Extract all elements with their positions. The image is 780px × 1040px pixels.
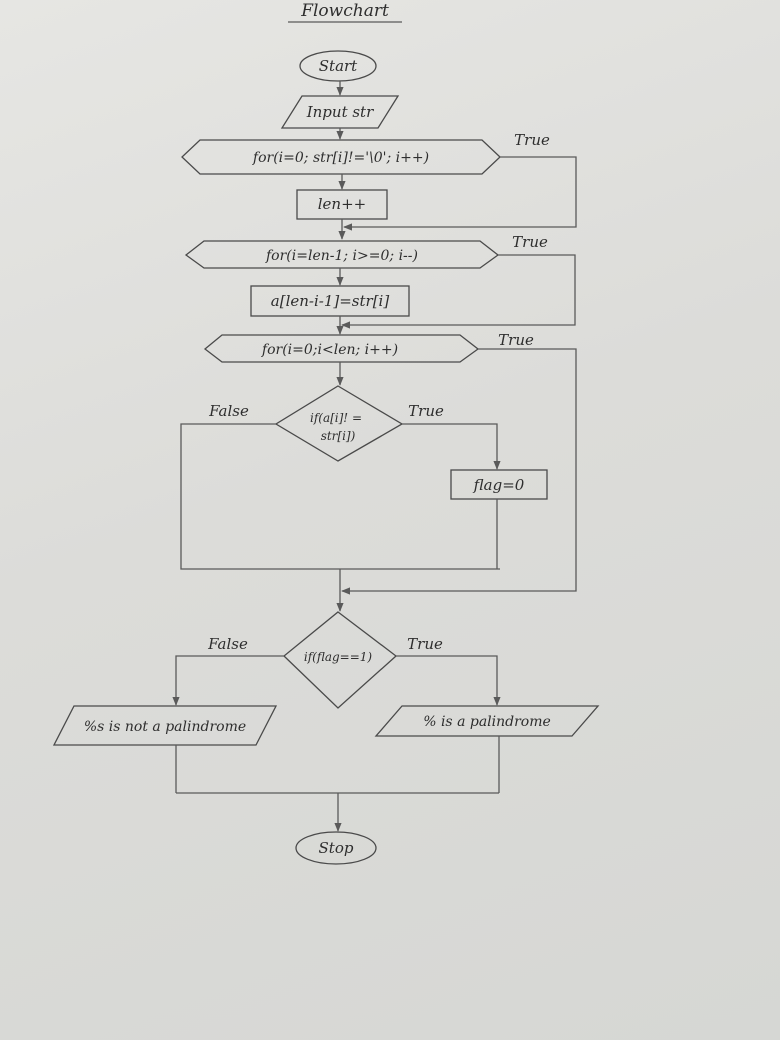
loop3-label: for(i=0;i<len; i++) [261, 342, 398, 358]
not-palindrome-output [52, 705, 278, 746]
if1-false-path [180, 423, 500, 570]
if2-false-path [172, 655, 284, 706]
loop1-true-path [343, 156, 577, 231]
loop1-hexagon [181, 139, 501, 175]
not-palindrome-label: %s is not a palindrome [84, 719, 246, 735]
if1-label-line1: if(a[i]! = [310, 411, 362, 425]
start-terminal [299, 50, 377, 82]
if2-true-label: True [407, 635, 443, 653]
len-increment-label: len++ [318, 195, 366, 213]
loop2-true-label: True [512, 233, 548, 251]
flag-zero-box [450, 469, 548, 500]
flag-zero-label: flag=0 [473, 476, 525, 494]
if1-true-label: True [408, 402, 444, 420]
loop1-label: for(i=0; str[i]!='\0'; i++) [252, 150, 429, 166]
input-label: Input str [306, 103, 374, 121]
loop2-label: for(i=len-1; i>=0; i--) [265, 248, 418, 264]
if1-diamond [274, 385, 404, 462]
if1-false-label: False [208, 402, 249, 420]
if2-label: if(flag==1) [304, 650, 373, 664]
assign-box [250, 285, 410, 317]
is-palindrome-output [374, 705, 600, 737]
start-label: Start [319, 57, 358, 75]
loop3-hexagon [203, 334, 480, 363]
if1-label-line2: str[i]) [321, 429, 356, 443]
if2-false-label: False [207, 635, 248, 653]
if2-diamond [283, 611, 398, 709]
if1-true-path [402, 423, 501, 470]
loop2-hexagon [184, 240, 500, 269]
loop1-true-label: True [514, 131, 550, 149]
loop3-true-label: True [498, 331, 534, 349]
loop2-true-path [341, 254, 576, 329]
flowchart-title: Flowchart [300, 1, 389, 21]
if2-true-path [396, 655, 501, 706]
is-palindrome-label: % is a palindrome [423, 714, 551, 730]
assign-label: a[len-i-1]=str[i] [271, 292, 390, 310]
stop-label: Stop [319, 839, 354, 857]
loop3-true-path [341, 348, 577, 595]
stop-terminal [295, 831, 377, 865]
input-parallelogram [280, 95, 400, 129]
